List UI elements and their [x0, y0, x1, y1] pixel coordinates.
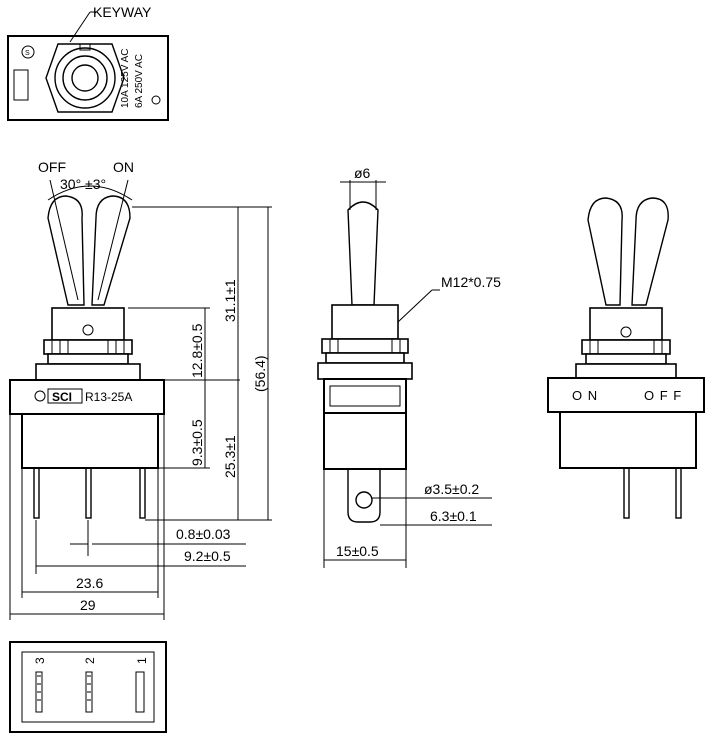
dim-terminal-thickness: 0.8±0.03 [176, 526, 231, 542]
dim-outer-width: 29 [80, 597, 96, 613]
angle-label: 30° ±3° [60, 176, 106, 192]
terminal-label-2: 2 [83, 657, 97, 664]
brand-label: SCI [52, 390, 72, 404]
dim-inner-width: 23.6 [76, 575, 103, 591]
dim-upper-body: 9.3±0.5 [189, 419, 205, 466]
rating-line-1: 10A 125V AC [120, 49, 131, 109]
side-view: ø6 M12*0.75 ø3.5±0.2 6.3±0.1 15 [317, 165, 501, 568]
dim-overall-height: (56.4) [252, 355, 268, 392]
terminal-label-1: 1 [135, 657, 149, 664]
dim-lever-height: 31.1±1 [222, 279, 238, 322]
dim-terminal-hole: ø3.5±0.2 [424, 481, 479, 497]
thread-label: M12*0.75 [441, 274, 501, 290]
bottom-view: 3 2 1 [9, 641, 167, 733]
svg-text:S: S [25, 50, 30, 57]
keyway-label: KEYWAY [93, 4, 152, 20]
front-view-labeled: O N O F F [547, 197, 705, 519]
dim-terminal-spacing: 9.2±0.5 [184, 548, 231, 564]
dim-terminal-width: 6.3±0.1 [430, 508, 477, 524]
ul-mark-icon [13, 69, 29, 101]
dim-lever-diameter: ø6 [354, 165, 371, 181]
model-label: R13-25A [85, 390, 132, 404]
front-dimensions: 12.8±0.5 9.3±0.5 31.1±1 25.3±1 (56.4) 0.… [9, 206, 272, 620]
front-view: OFF ON 30° ±3° SCI R13-25A [9, 159, 165, 519]
rating-line-2: 6A 250V AC [134, 54, 145, 108]
cert-mark-icon [21, 45, 35, 59]
off-position-label: OFF [38, 159, 66, 175]
dim-body-height: 25.3±1 [222, 435, 238, 478]
on-marking: O N [572, 388, 598, 403]
top-view: KEYWAY S 10A 125V AC 6A 250V AC [7, 4, 169, 121]
dim-bushing-height: 12.8±0.5 [189, 323, 205, 378]
dim-side-width: 15±0.5 [336, 543, 379, 559]
terminal-label-3: 3 [33, 657, 47, 664]
off-marking: O F F [644, 388, 682, 403]
brand-logo-icon [34, 390, 46, 402]
on-position-label: ON [113, 159, 134, 175]
